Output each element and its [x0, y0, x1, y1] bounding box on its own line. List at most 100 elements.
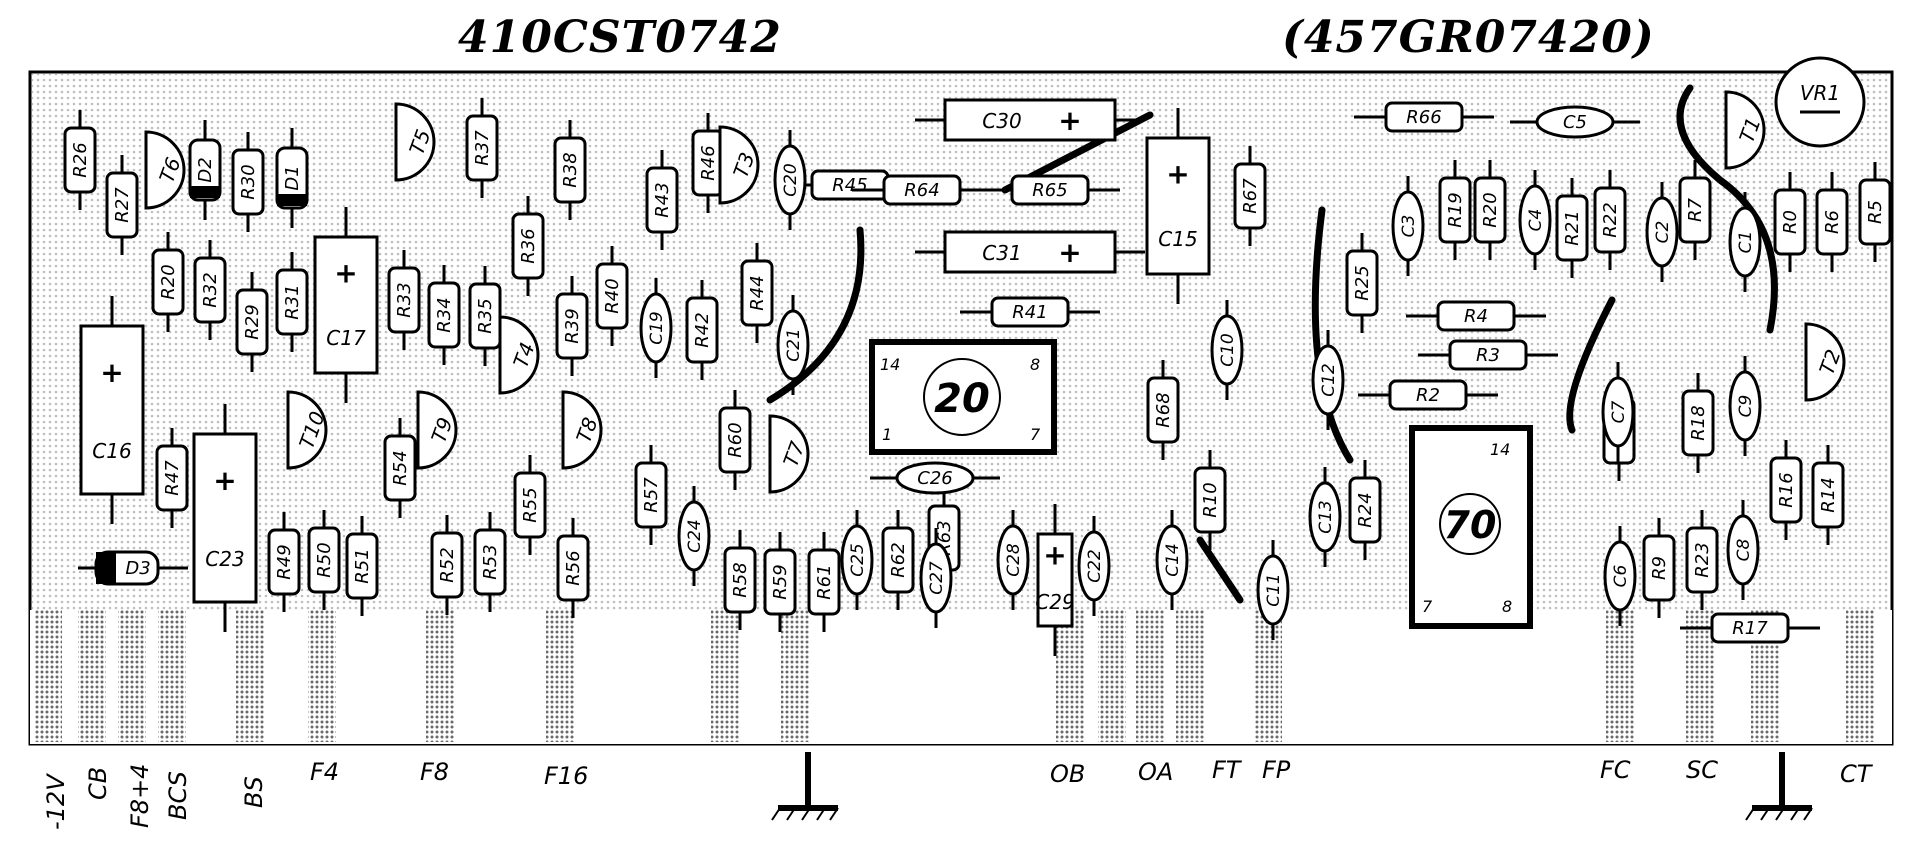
- svg-text:R20: R20: [158, 264, 179, 299]
- svg-text:D3: D3: [125, 558, 150, 579]
- svg-text:R37: R37: [472, 130, 493, 166]
- svg-text:+: +: [1166, 157, 1189, 190]
- svg-text:C13: C13: [1316, 500, 1336, 534]
- capacitor: C26: [870, 461, 1000, 495]
- svg-text:R52: R52: [437, 547, 458, 582]
- transistor: T4: [498, 315, 540, 395]
- svg-text:R27: R27: [112, 187, 133, 223]
- transistor: T10: [286, 390, 330, 470]
- resistor: R17: [1680, 612, 1820, 644]
- svg-text:+: +: [1043, 539, 1066, 572]
- resistor: R58: [723, 530, 757, 630]
- capacitor: C22: [1077, 516, 1111, 616]
- svg-text:R29: R29: [242, 304, 263, 339]
- svg-text:R22: R22: [1600, 202, 1621, 237]
- svg-text:R14: R14: [1818, 477, 1839, 512]
- svg-text:C12: C12: [1319, 363, 1339, 397]
- svg-text:C27: C27: [927, 561, 947, 595]
- svg-text:R61: R61: [814, 564, 835, 599]
- svg-text:R16: R16: [1776, 472, 1797, 507]
- svg-text:C24: C24: [685, 519, 705, 553]
- transistor: T1: [1724, 90, 1766, 170]
- svg-text:C5: C5: [1563, 112, 1587, 133]
- board-title-right: (457GR07420): [1282, 12, 1655, 63]
- ic-70-pin: 7: [1422, 597, 1433, 616]
- svg-text:R38: R38: [560, 152, 581, 187]
- resistor: R32: [193, 240, 227, 340]
- resistor: R34: [427, 265, 461, 365]
- capacitor: C27: [919, 528, 953, 628]
- ic-20-pin: 1: [882, 425, 892, 444]
- ground-symbol: [1745, 752, 1813, 821]
- pin-label-ct: CT: [1840, 760, 1872, 788]
- resistor: R10: [1193, 450, 1227, 550]
- resistor: R42: [685, 280, 719, 380]
- svg-text:R62: R62: [888, 542, 909, 577]
- resistor: R55: [513, 455, 547, 555]
- resistor: R50: [307, 510, 341, 610]
- svg-text:R26: R26: [70, 142, 91, 177]
- svg-text:R21: R21: [1562, 210, 1583, 245]
- svg-text:R39: R39: [562, 308, 583, 343]
- resistor: R66: [1354, 101, 1494, 133]
- svg-text:R44: R44: [747, 275, 768, 310]
- capacitor: C12: [1311, 330, 1345, 430]
- resistor: R26: [63, 110, 97, 210]
- resistor: R4: [1406, 300, 1546, 332]
- resistor: R18: [1681, 373, 1715, 473]
- resistor: R37: [465, 98, 499, 198]
- svg-text:R24: R24: [1355, 492, 1376, 527]
- resistor: R43: [645, 150, 679, 250]
- svg-text:C28: C28: [1004, 543, 1024, 577]
- svg-text:R49: R49: [274, 544, 295, 579]
- svg-text:R66: R66: [1406, 107, 1441, 128]
- resistor: R23: [1685, 510, 1719, 610]
- trimmer-vr1: VR1: [1774, 56, 1866, 148]
- svg-text:R34: R34: [434, 297, 455, 332]
- capacitor: C31+: [915, 230, 1145, 274]
- board-title-left: 410CST0742: [458, 12, 782, 63]
- resistor: R20: [1473, 160, 1507, 260]
- svg-text:C20: C20: [781, 163, 801, 197]
- resistor: R16: [1769, 440, 1803, 540]
- svg-text:R7: R7: [1685, 197, 1706, 222]
- capacitor: C1: [1728, 192, 1762, 292]
- resistor: R41: [960, 296, 1100, 328]
- resistor: R6: [1815, 172, 1849, 272]
- resistor: R7: [1678, 160, 1712, 260]
- resistor: R65: [980, 174, 1120, 206]
- resistor: R39: [555, 276, 589, 376]
- pin-label-f8plus4: F8+4: [126, 763, 154, 828]
- resistor: R38: [553, 120, 587, 220]
- resistor: R59: [763, 532, 797, 632]
- capacitor: C9: [1728, 356, 1762, 456]
- ic-70: 70 14 7 8: [1409, 425, 1533, 629]
- svg-text:C3: C3: [1399, 215, 1419, 238]
- resistor: R47: [155, 428, 189, 528]
- resistor: R31: [275, 252, 309, 352]
- resistor: R0: [1773, 172, 1807, 272]
- ic-20-pin: 8: [1030, 355, 1040, 374]
- capacitor: C29+: [1035, 504, 1075, 656]
- svg-text:C1: C1: [1736, 231, 1756, 254]
- transistor: T5: [394, 102, 436, 182]
- pin-label-f16: F16: [544, 762, 589, 790]
- svg-text:R2: R2: [1416, 385, 1440, 406]
- resistor: R29: [235, 272, 269, 372]
- capacitor: C7: [1601, 362, 1635, 462]
- pin-label-bcs: BCS: [164, 771, 192, 820]
- svg-text:C4: C4: [1526, 209, 1546, 232]
- svg-text:R3: R3: [1476, 345, 1500, 366]
- capacitor: C25: [840, 510, 874, 610]
- svg-text:R25: R25: [1352, 265, 1373, 300]
- svg-text:R42: R42: [692, 312, 713, 347]
- svg-text:R57: R57: [641, 477, 662, 513]
- resistor: R49: [267, 512, 301, 612]
- resistor: R54: [383, 418, 417, 518]
- pin-label-minus12v: -12V: [42, 774, 70, 830]
- pin-label-fp: FP: [1262, 756, 1291, 784]
- capacitor: C11: [1256, 540, 1290, 640]
- capacitor: C13: [1308, 467, 1342, 567]
- capacitor: C14: [1155, 510, 1189, 610]
